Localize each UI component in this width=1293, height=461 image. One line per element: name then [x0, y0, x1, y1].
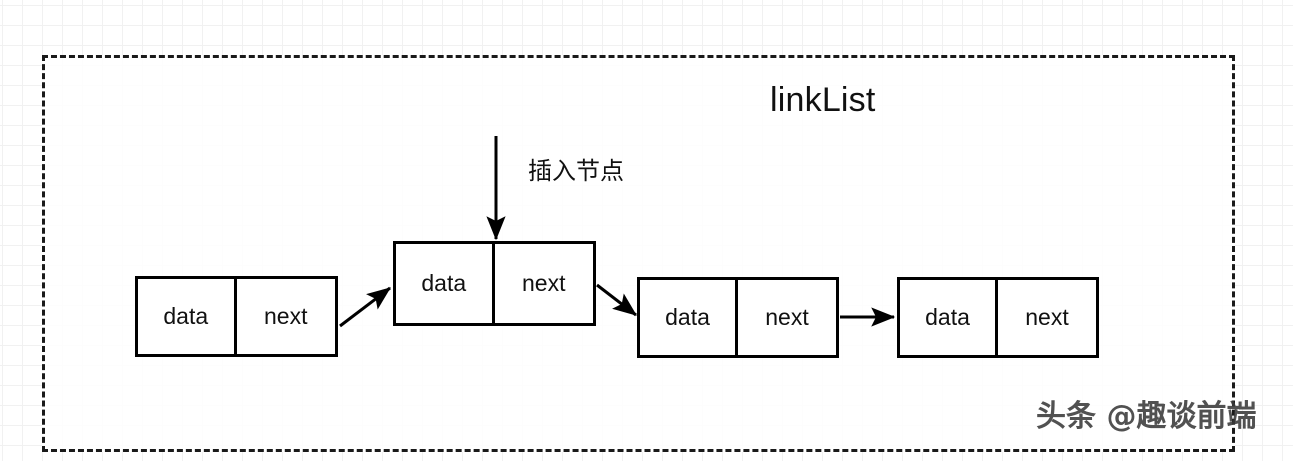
- link-list-container: [42, 55, 1235, 452]
- list-node[interactable]: data next: [637, 277, 839, 358]
- list-node[interactable]: data next: [897, 277, 1099, 358]
- list-node-inserted[interactable]: data next: [393, 241, 596, 326]
- node-data-cell: data: [396, 244, 495, 323]
- node-next-cell: next: [1025, 304, 1069, 330]
- watermark: 头条 @趣谈前端: [1036, 399, 1257, 434]
- node-data-cell: data: [900, 280, 998, 355]
- page-title: linkList: [770, 81, 876, 119]
- node-data-cell: data: [640, 280, 738, 355]
- node-data-cell: data: [138, 279, 237, 354]
- node-next-cell: next: [522, 270, 566, 296]
- node-next-cell: next: [765, 304, 809, 330]
- list-node[interactable]: data next: [135, 276, 338, 357]
- node-next-cell: next: [264, 303, 308, 329]
- insert-node-label: 插入节点: [528, 157, 624, 185]
